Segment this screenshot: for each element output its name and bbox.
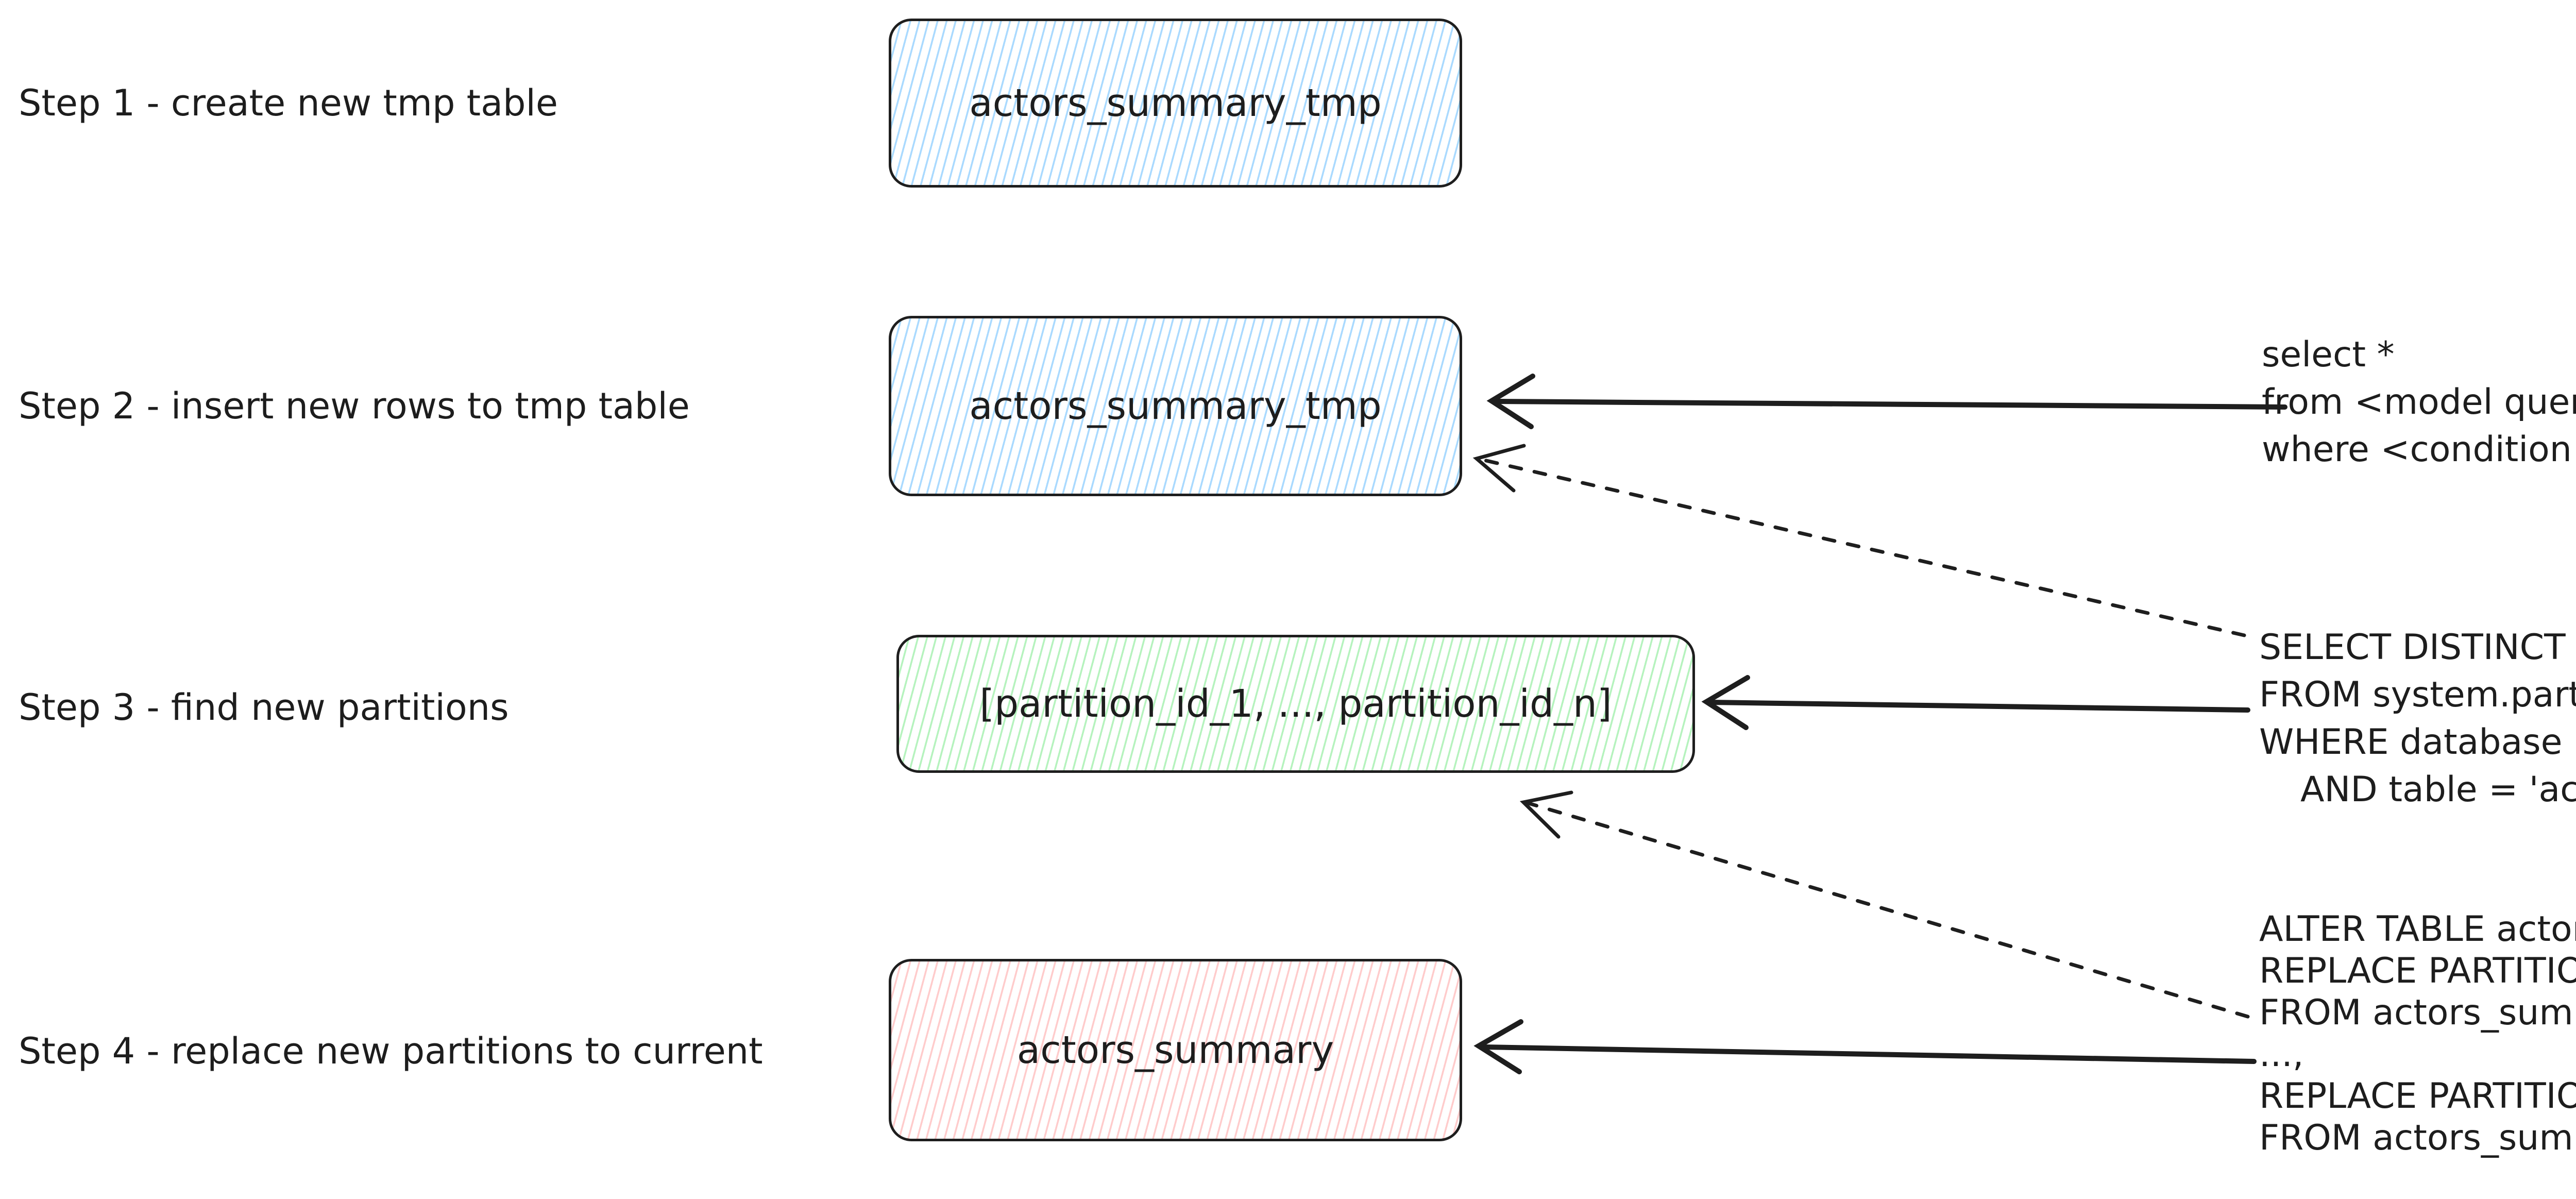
box-actors-summary: actors_summary bbox=[889, 959, 1462, 1141]
sql-line: select * bbox=[2262, 334, 2395, 375]
box-actors-summary-tmp-step2-label: actors_summary_tmp bbox=[969, 384, 1382, 428]
arrow-find-query-to-partitions-box bbox=[1701, 675, 2250, 730]
box-partition-id-list: [partition_id_1, ..., partition_id_n] bbox=[896, 635, 1695, 773]
sql-line: SELECT DISTINCT partition_id bbox=[2259, 627, 2576, 668]
sql-line: ..., bbox=[2259, 1034, 2304, 1075]
arrow-insert-query-to-tmp-box bbox=[1486, 374, 2287, 429]
box-actors-summary-tmp-step2: actors_summary_tmp bbox=[889, 316, 1462, 496]
sql-line: REPLACE PARTITION partition_id_n bbox=[2259, 1076, 2576, 1117]
step-1-label: Step 1 - create new tmp table bbox=[19, 82, 558, 124]
sql-line: FROM actors_summary_tmp, bbox=[2259, 1118, 2576, 1158]
sql-line: AND table = 'actors_summary_tmp' bbox=[2300, 769, 2576, 810]
step-2-label: Step 2 - insert new rows to tmp table bbox=[19, 385, 690, 427]
sql-line: FROM system.parts bbox=[2259, 674, 2576, 715]
sql-line: from <model query> bbox=[2262, 382, 2576, 423]
box-partition-id-list-label: [partition_id_1, ..., partition_id_n] bbox=[979, 682, 1612, 726]
sql-line: WHERE database = <database> bbox=[2259, 722, 2576, 763]
dashed-arrow-replace-query-to-partitions-box bbox=[1519, 790, 2250, 1019]
dashed-arrow-find-query-to-tmp-box bbox=[1472, 444, 2246, 637]
arrow-replace-query-to-summary-box bbox=[1473, 1019, 2257, 1074]
step-3-label: Step 3 - find new partitions bbox=[19, 686, 509, 729]
sql-find-new-partitions: SELECT DISTINCT partition_id FROM system… bbox=[2259, 624, 2576, 814]
sql-line: FROM actors_summary_tmp, bbox=[2259, 992, 2576, 1033]
box-actors-summary-tmp-step1: actors_summary_tmp bbox=[889, 19, 1462, 188]
sql-insert-new-rows: select * from <model query> where <condi… bbox=[2262, 331, 2576, 474]
box-actors-summary-label: actors_summary bbox=[1016, 1028, 1334, 1072]
sql-replace-partitions: ALTER TABLE actors_summary REPLACE PARTI… bbox=[2259, 908, 2576, 1159]
sql-line: ALTER TABLE actors_summary bbox=[2259, 909, 2576, 950]
sql-line: where <condition to identify new> bbox=[2262, 429, 2576, 470]
box-actors-summary-tmp-step1-label: actors_summary_tmp bbox=[969, 81, 1382, 125]
sql-line: REPLACE PARTITION partition_id_1 bbox=[2259, 951, 2576, 991]
step-4-label: Step 4 - replace new partitions to curre… bbox=[19, 1030, 763, 1072]
